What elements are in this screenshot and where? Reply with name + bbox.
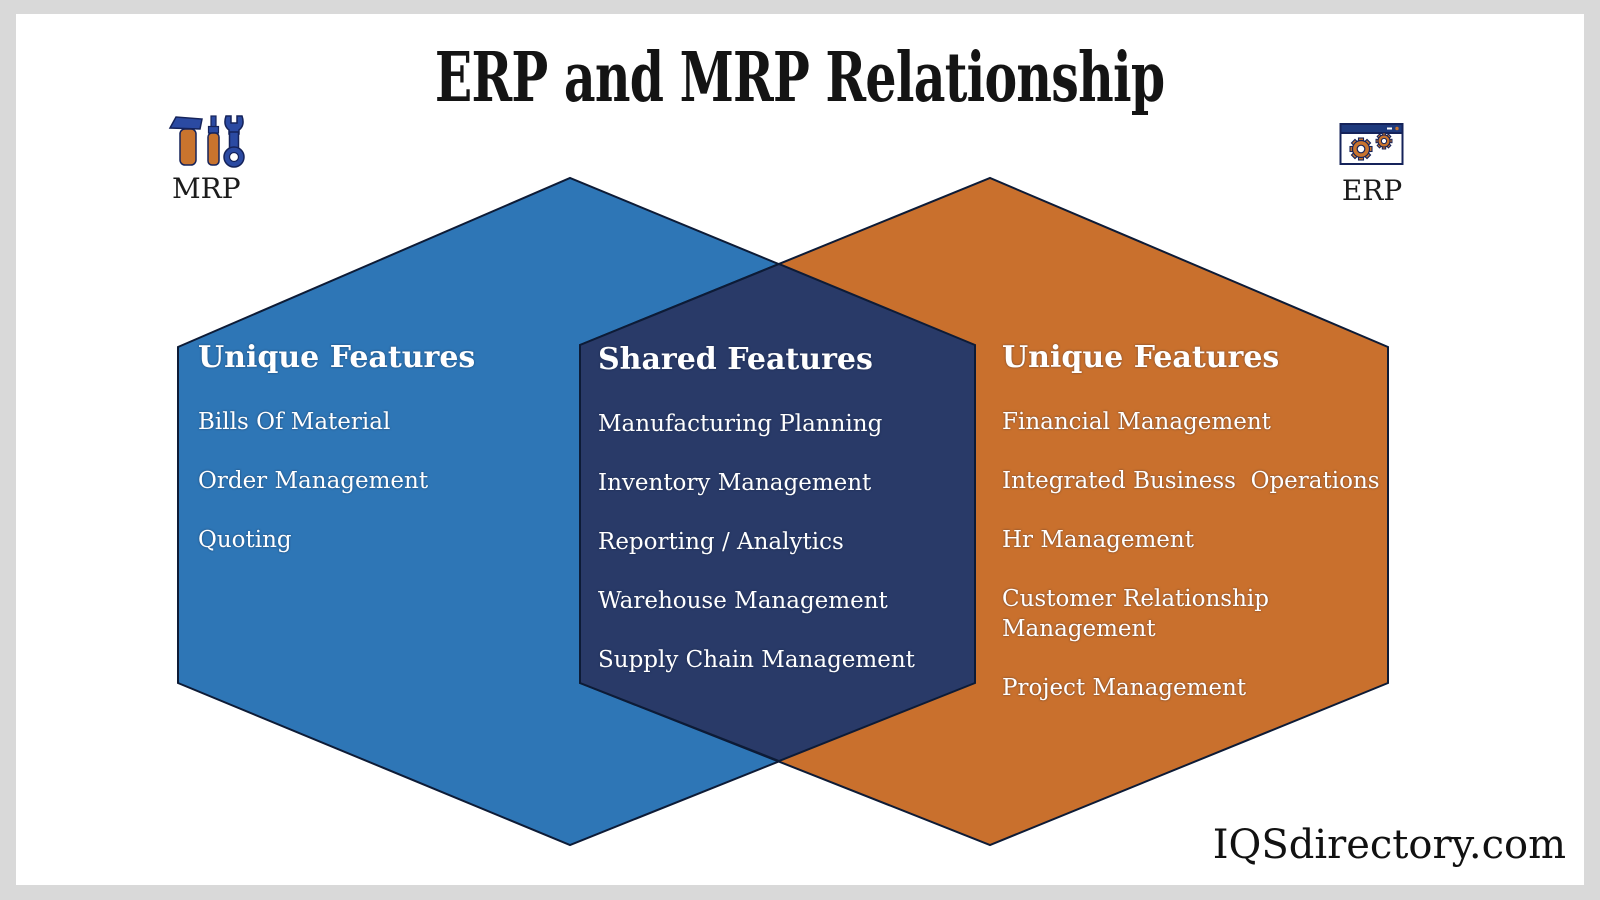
mrp-badge: MRP bbox=[168, 114, 250, 204]
list-item: Warehouse Management bbox=[598, 588, 888, 614]
tools-icon bbox=[168, 115, 245, 168]
list-item: Manufacturing Planning bbox=[598, 411, 883, 437]
list-item: Quoting bbox=[198, 527, 292, 553]
watermark-text: IQSdirectory.com bbox=[1212, 822, 1566, 868]
erp-badge: ERP bbox=[1336, 120, 1408, 206]
shared-features-heading: Shared Features bbox=[598, 342, 873, 377]
list-item: Project Management bbox=[1002, 675, 1247, 701]
list-item: Integrated Business Operations bbox=[1002, 468, 1380, 494]
list-item: Bills Of Material bbox=[198, 409, 391, 435]
page-title: ERP and MRP Relationship bbox=[0, 38, 1600, 118]
page-title-text: ERP and MRP Relationship bbox=[435, 38, 1165, 118]
erp-label: ERP bbox=[1341, 174, 1403, 207]
list-item: Financial Management bbox=[1002, 409, 1271, 435]
mrp-label: MRP bbox=[172, 172, 241, 205]
list-item: Inventory Management bbox=[598, 470, 872, 496]
erp-unique-features-section: Unique Features Financial Management Int… bbox=[1002, 338, 1442, 703]
list-item: Hr Management bbox=[1002, 527, 1194, 553]
shared-features-section: Shared Features Manufacturing Planning I… bbox=[598, 340, 998, 675]
list-item: Reporting / Analytics bbox=[598, 529, 844, 555]
window-gears-icon bbox=[1339, 123, 1404, 165]
mrp-unique-features-heading: Unique Features bbox=[198, 340, 476, 375]
list-item: Supply Chain Management bbox=[598, 647, 915, 673]
list-item: Order Management bbox=[198, 468, 429, 494]
list-item: Customer Relationship Management bbox=[1002, 586, 1277, 642]
mrp-unique-features-section: Unique Features Bills Of Material Order … bbox=[198, 338, 568, 555]
shared-hexagon bbox=[579, 262, 976, 763]
erp-unique-features-heading: Unique Features bbox=[1002, 340, 1280, 375]
